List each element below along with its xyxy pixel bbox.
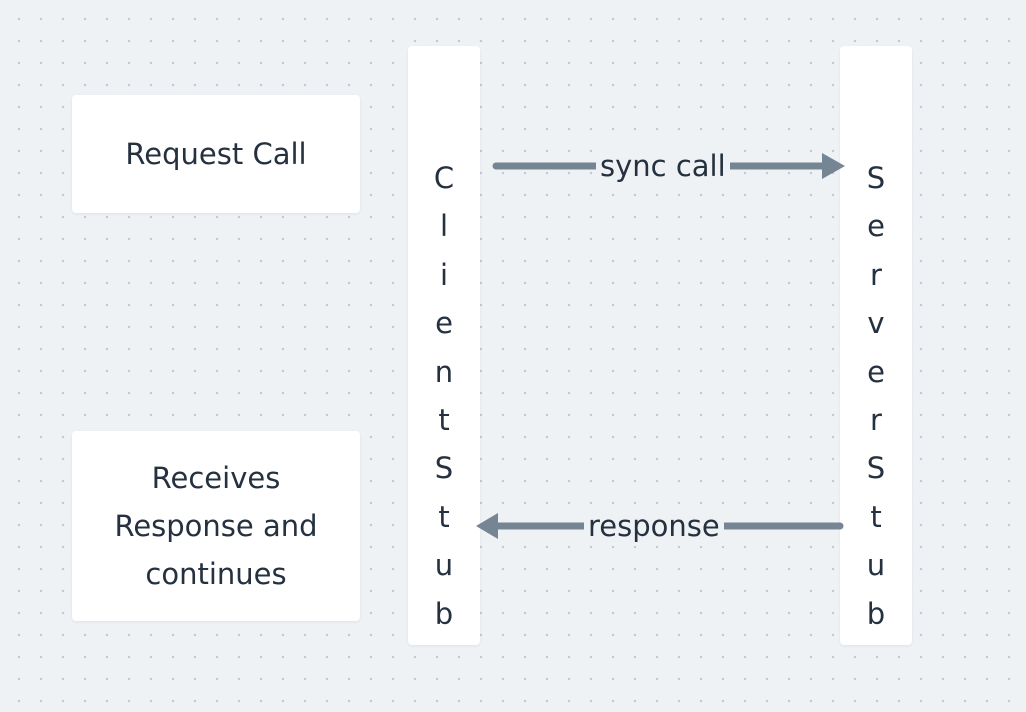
response-arrowhead: [476, 513, 498, 539]
server-label-char: r: [870, 257, 882, 292]
server-label-char: S: [866, 161, 886, 195]
server-label-char: e: [867, 354, 885, 389]
sync-call-label: sync call: [596, 146, 730, 186]
server-label-char: e: [867, 209, 885, 244]
server-label-char: S: [866, 451, 886, 486]
client-label-char: t: [438, 499, 450, 534]
client-label-char: b: [434, 596, 454, 631]
response-label: response: [584, 506, 724, 546]
receives-response-text: Receives Response and continues: [114, 461, 318, 591]
server-label-char: v: [867, 306, 885, 341]
client-label-char: l: [439, 209, 449, 244]
client-label-char: u: [434, 548, 454, 583]
server-label-char: r: [870, 402, 882, 437]
receives-response-note[interactable]: Receives Response and continues: [72, 431, 360, 621]
client-label-char: t: [438, 402, 450, 437]
server-label-char: b: [866, 596, 886, 631]
client-label-char: e: [435, 306, 453, 341]
client-label-char: S: [434, 451, 454, 486]
request-call-note[interactable]: Request Call: [72, 95, 360, 213]
server-label-char: u: [866, 548, 886, 583]
sync-call-arrowhead: [822, 153, 845, 179]
client-label-char: i: [439, 257, 449, 292]
client-label-char: n: [434, 354, 454, 389]
server-label-char: t: [870, 499, 882, 534]
request-call-text: Request Call: [125, 137, 307, 171]
client-label-char: C: [433, 161, 455, 195]
